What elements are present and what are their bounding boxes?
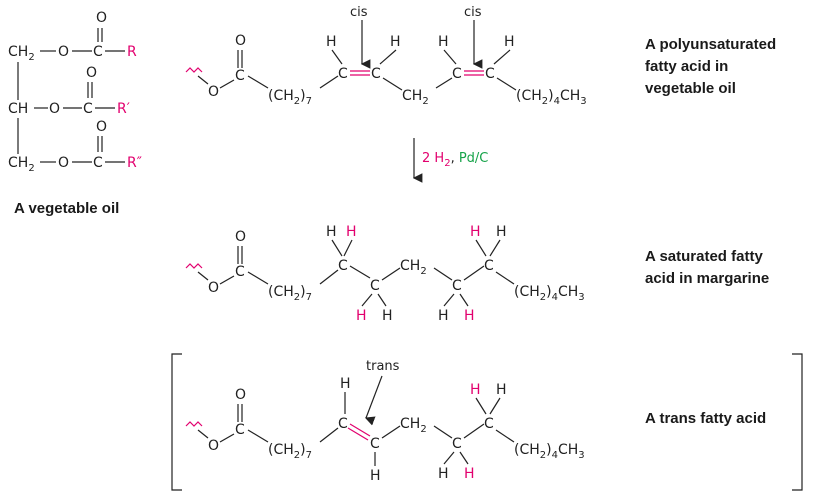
- row3-o: O: [58, 155, 69, 171]
- row2-ch: CH: [8, 101, 28, 117]
- trans-label: trans: [366, 359, 400, 374]
- sat-h5: H: [438, 308, 449, 324]
- trans-ch2-mid: CH2: [400, 416, 427, 435]
- poly-ch2-mid: CH2: [402, 88, 429, 107]
- wavy-bond-icon: [185, 263, 203, 269]
- sat-label-line1: A saturated fatty: [645, 248, 763, 265]
- trans-c2: C: [370, 436, 380, 452]
- poly-c2: C: [371, 66, 381, 82]
- trans-h2: H: [370, 468, 381, 484]
- sat-ester-c: C: [235, 264, 245, 280]
- trans-h4: H: [464, 466, 475, 482]
- poly-ester-o: O: [208, 84, 219, 100]
- sat-c3: C: [452, 278, 462, 294]
- trans-ester-o: O: [208, 438, 219, 454]
- poly-carbonyl-o: O: [235, 33, 246, 49]
- poly-c3: C: [452, 66, 462, 82]
- trans-h6: H: [496, 382, 507, 398]
- sat-h2: H: [346, 224, 357, 240]
- polyunsaturated-fatty-acid: O C O (CH2)7 cis cis H C C H CH2 H C C H…: [185, 5, 776, 107]
- row1-carbonyl-o: O: [96, 10, 107, 26]
- sat-carbonyl-o: O: [235, 229, 246, 245]
- row3-carbonyl-o: O: [96, 119, 107, 135]
- reagent-label: 2 H2, Pd/C: [422, 151, 488, 169]
- sat-c4: C: [484, 258, 494, 274]
- row3-ch2: CH2: [8, 155, 35, 174]
- sat-h7: H: [470, 224, 481, 240]
- trans-c4: C: [484, 416, 494, 432]
- vegetable-oil-structure: O CH2 O C R O CH O C R′ O CH2 O C R″ A v…: [8, 10, 142, 217]
- trans-h1: H: [340, 376, 351, 392]
- hydrogenation-arrow: 2 H2, Pd/C: [412, 138, 488, 183]
- poly-h2: H: [390, 34, 401, 50]
- sat-h6: H: [464, 308, 475, 324]
- poly-h3: H: [438, 34, 449, 50]
- right-bracket: [792, 353, 803, 491]
- poly-label-line2: fatty acid in: [645, 58, 728, 75]
- row1-o: O: [58, 44, 69, 60]
- trans-ch2-7: (CH2)7: [268, 442, 312, 461]
- row2-r: R′: [117, 101, 130, 117]
- row1-ch2: CH2: [8, 44, 35, 63]
- poly-c4: C: [485, 66, 495, 82]
- trans-ester-c: C: [235, 422, 245, 438]
- sat-ch2-mid: CH2: [400, 258, 427, 277]
- vegetable-oil-caption: A vegetable oil: [14, 200, 119, 217]
- sat-c1: C: [338, 258, 348, 274]
- cis-label-2: cis: [464, 5, 482, 20]
- poly-h4: H: [504, 34, 515, 50]
- poly-c1: C: [338, 66, 348, 82]
- sat-label-line2: acid in margarine: [645, 270, 769, 287]
- poly-label-line1: A polyunsaturated: [645, 36, 776, 53]
- trans-h3: H: [438, 466, 449, 482]
- row2-carbonyl-o: O: [86, 65, 97, 81]
- left-bracket: [171, 353, 182, 491]
- trans-carbonyl-o: O: [235, 387, 246, 403]
- trans-c1: C: [338, 416, 348, 432]
- sat-h8: H: [496, 224, 507, 240]
- row2-c: C: [83, 101, 93, 117]
- trans-fatty-acid: O C O (CH2)7 trans H C C H CH2 C H H C H…: [171, 353, 803, 491]
- poly-ester-c: C: [235, 68, 245, 84]
- trans-tail: (CH2)4CH3: [514, 442, 585, 461]
- sat-h1: H: [326, 224, 337, 240]
- poly-ch2-7: (CH2)7: [268, 88, 312, 107]
- sat-h3: H: [356, 308, 367, 324]
- row1-r: R: [127, 44, 137, 60]
- wavy-bond-icon: [185, 67, 203, 73]
- row1-c: C: [93, 44, 103, 60]
- sat-h4: H: [382, 308, 393, 324]
- sat-c2: C: [370, 278, 380, 294]
- saturated-fatty-acid: O C O (CH2)7 H H C C H H CH2 C H H C H H…: [185, 224, 769, 324]
- sat-ch2-7: (CH2)7: [268, 284, 312, 303]
- wavy-bond-icon: [185, 421, 203, 427]
- trans-c3: C: [452, 436, 462, 452]
- poly-tail: (CH2)4CH3: [516, 88, 587, 107]
- cis-label-1: cis: [350, 5, 368, 20]
- row2-o: O: [49, 101, 60, 117]
- poly-label-line3: vegetable oil: [645, 80, 736, 97]
- trans-h5: H: [470, 382, 481, 398]
- sat-tail: (CH2)4CH3: [514, 284, 585, 303]
- row3-c: C: [93, 155, 103, 171]
- trans-caption: A trans fatty acid: [645, 410, 766, 427]
- poly-h1: H: [326, 34, 337, 50]
- row3-r: R″: [127, 155, 142, 171]
- sat-ester-o: O: [208, 280, 219, 296]
